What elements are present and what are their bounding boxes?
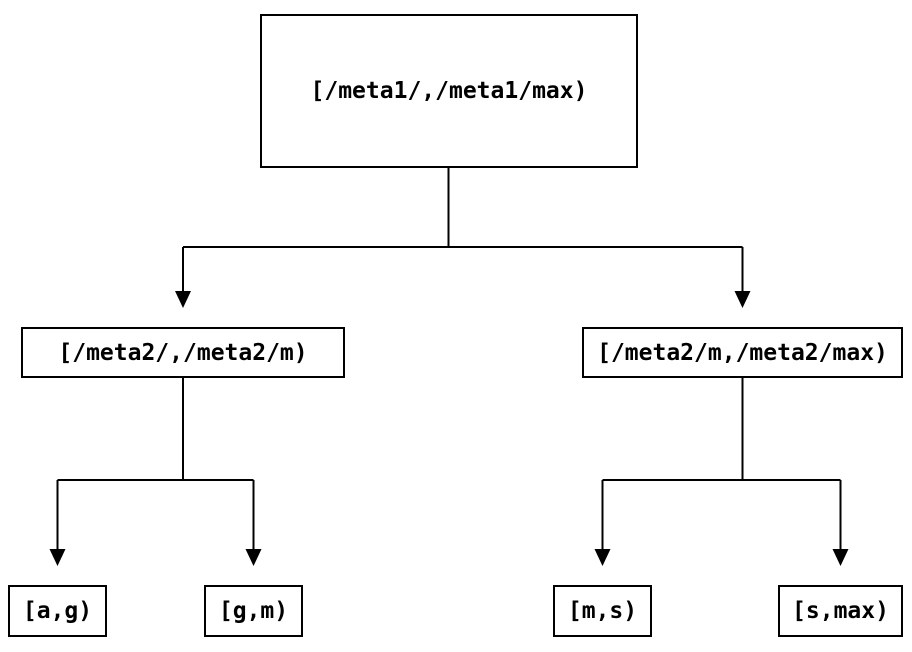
node-leaf-gm-label: [g,m) [218, 598, 289, 624]
node-root: [/meta1/,/meta1/max) [260, 14, 638, 168]
node-leaf-ag-label: [a,g) [22, 598, 93, 624]
node-leaf-smax: [s,max) [778, 585, 903, 637]
node-left-child: [/meta2/,/meta2/m) [21, 327, 345, 378]
node-right-child-label: [/meta2/m,/meta2/max) [597, 339, 888, 366]
node-leaf-ag: [a,g) [8, 585, 107, 637]
arrowhead-right [734, 291, 751, 308]
node-leaf-ms-label: [m,s) [567, 598, 638, 624]
node-leaf-gm: [g,m) [204, 585, 303, 637]
node-left-child-label: [/meta2/,/meta2/m) [58, 339, 308, 366]
node-root-label: [/meta1/,/meta1/max) [310, 78, 588, 104]
node-leaf-smax-label: [s,max) [792, 598, 889, 624]
arrowhead-ms [594, 549, 611, 566]
arrowhead-smax [832, 549, 849, 566]
arrowhead-gm [245, 549, 262, 566]
node-right-child: [/meta2/m,/meta2/max) [582, 327, 903, 378]
arrowhead-ag [49, 549, 66, 566]
arrowhead-left [175, 291, 191, 308]
node-leaf-ms: [m,s) [553, 585, 652, 637]
